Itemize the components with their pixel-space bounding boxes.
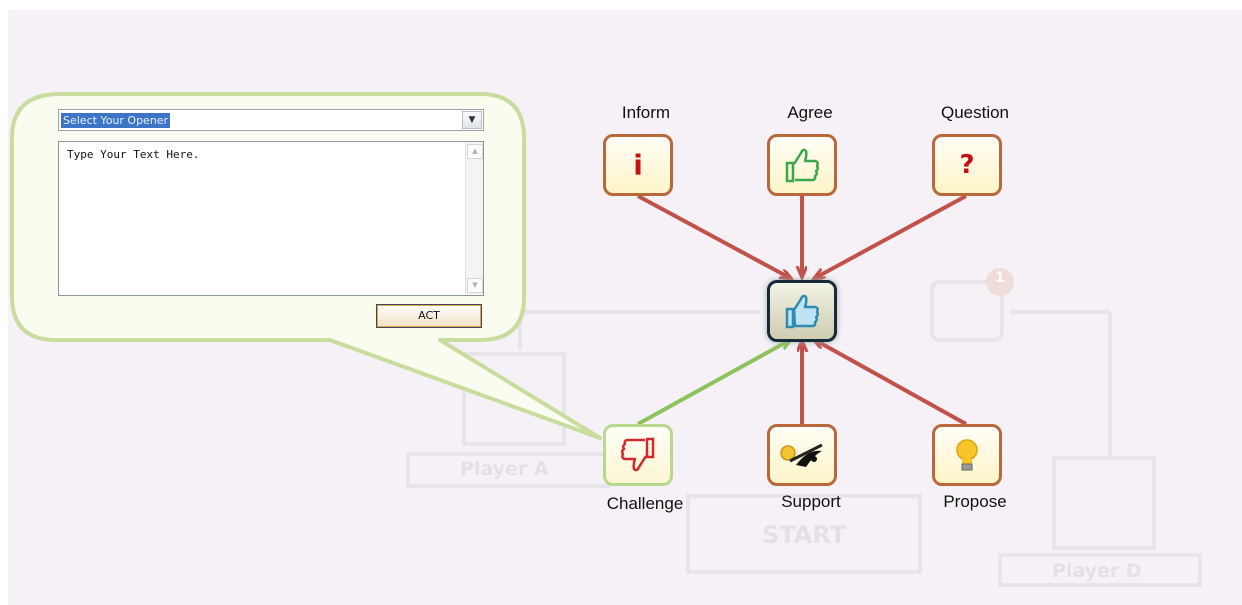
selected-thumbs-up-icon	[785, 294, 820, 329]
inform-move[interactable]: i	[603, 134, 673, 196]
info-icon: i	[633, 148, 643, 182]
scroll-down-icon[interactable]: ▼	[467, 278, 483, 293]
scroll-up-icon[interactable]: ▲	[467, 144, 483, 159]
selected-move	[767, 280, 837, 342]
support-label: Support	[781, 492, 841, 511]
textarea-scrollbar[interactable]: ▲ ▼	[465, 142, 483, 295]
player-d-label: Player D	[1052, 560, 1142, 582]
player-a-label: Player A	[460, 458, 549, 480]
top-strip	[0, 0, 1242, 5]
badge-count: 1	[995, 270, 1005, 286]
badge	[986, 268, 1014, 296]
support-icon	[780, 443, 823, 467]
thumbs-down-icon	[620, 437, 655, 472]
thumbs-up-icon	[785, 148, 820, 183]
propose-label: Propose	[943, 492, 1007, 511]
act-button[interactable]: ACT	[376, 304, 482, 328]
opener-select[interactable]: Select Your Opener ▼	[58, 109, 484, 131]
connector-challenge	[637, 340, 790, 426]
propose-move[interactable]	[932, 424, 1002, 486]
connector-inform	[637, 194, 790, 278]
connector-question	[815, 194, 967, 278]
lightbulb-icon	[956, 439, 978, 471]
agree-move[interactable]	[767, 134, 837, 196]
agree-label: Agree	[787, 103, 833, 122]
question-icon: ?	[959, 150, 975, 180]
start-label: START	[762, 521, 847, 549]
support-move[interactable]	[767, 424, 837, 486]
question-label: Question	[940, 103, 1010, 122]
opener-selected-text: Select Your Opener	[61, 113, 171, 128]
challenge-move[interactable]	[603, 424, 673, 486]
message-text: Type Your Text Here.	[67, 148, 200, 161]
challenge-label: Challenge	[606, 494, 684, 513]
chevron-down-icon[interactable]: ▼	[462, 111, 482, 129]
inform-label: Inform	[621, 103, 671, 122]
connector-propose	[815, 340, 967, 426]
question-move[interactable]: ?	[932, 134, 1002, 196]
message-textarea[interactable]: Type Your Text Here. ▲ ▼	[58, 141, 484, 296]
